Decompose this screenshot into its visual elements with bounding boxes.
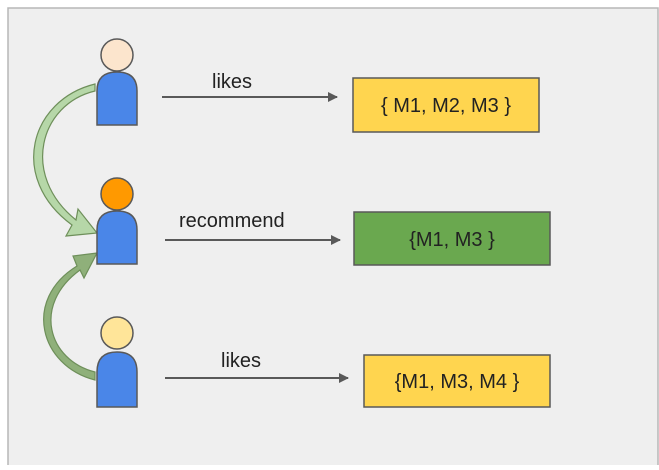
edge-label-likes-top: likes — [212, 71, 252, 93]
user-head — [100, 38, 134, 72]
user-body — [96, 71, 138, 126]
user-head — [100, 177, 134, 211]
user-icon — [96, 177, 138, 265]
movie-set-box-top — [352, 77, 540, 133]
user-icon — [96, 38, 138, 126]
edge-label-recommend: recommend — [179, 210, 285, 232]
edge-label-likes-bottom: likes — [221, 350, 261, 372]
movie-set-box-bottom — [363, 354, 551, 408]
user-head — [100, 316, 134, 350]
movie-set-bottom: {M1, M3, M4 } — [395, 371, 520, 393]
user-body — [96, 210, 138, 265]
movie-set-top: { M1, M2, M3 } — [381, 95, 511, 117]
user-body — [96, 351, 138, 408]
movie-set-box-middle — [353, 211, 551, 266]
movie-set-middle: {M1, M3 } — [409, 229, 495, 251]
curved-arrow-icon — [33, 83, 99, 237]
user-icon — [96, 316, 138, 408]
